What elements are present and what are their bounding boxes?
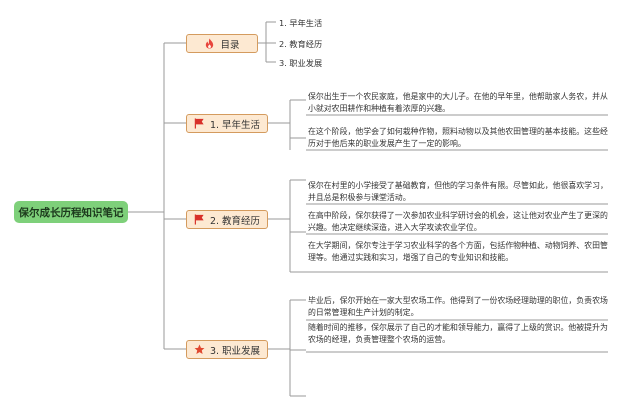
branch-label-career: 3. 职业发展 — [209, 345, 261, 357]
early-paragraph-2: 在这个阶段，他学会了如何栽种作物，照料动物以及其他农田管理的基本技能。这些经历对… — [308, 127, 608, 148]
branch-node-career[interactable]: 3. 职业发展 — [186, 340, 268, 359]
branch-node-toc[interactable]: 目录 — [186, 34, 258, 53]
branch-node-edu[interactable]: 2. 教育经历 — [186, 210, 268, 229]
branch-label-edu: 2. 教育经历 — [209, 215, 261, 227]
branch-label-early: 1. 早年生活 — [209, 119, 261, 131]
career-underlines — [306, 319, 608, 353]
edu-subconnector — [268, 179, 306, 273]
career-subconnector — [268, 299, 306, 397]
early-paragraph-1: 保尔出生于一个农民家庭，他是家中的大儿子。在他的早年里，他帮助家人务农，并从小就… — [308, 92, 608, 113]
edu-paragraph-2: 在高中阶段，保尔获得了一次参加农业科学研讨会的机会，这让他对农业产生了更深的兴趣… — [308, 211, 608, 232]
toc-item-3[interactable]: 3. 职业发展 — [279, 58, 323, 68]
branch-node-early[interactable]: 1. 早年生活 — [186, 114, 268, 133]
edu-paragraph-3: 在大学期间，保尔专注于学习农业科学的各个方面，包括作物种植、动物饲养、农田管理等… — [308, 241, 608, 262]
toc-item-2[interactable]: 2. 教育经历 — [279, 39, 323, 49]
edu-underlines — [306, 203, 608, 273]
toc-subconnector — [258, 21, 276, 63]
star-icon — [194, 344, 205, 354]
flag-icon — [194, 214, 204, 225]
flag-icon — [194, 118, 204, 129]
root-label: 保尔成长历程知识笔记 — [18, 206, 124, 219]
early-underlines — [306, 114, 608, 151]
edu-paragraph-1: 保尔在村里的小学接受了基础教育，但他的学习条件有限。尽管如此，他很喜欢学习，并且… — [308, 181, 608, 202]
flame-icon — [206, 38, 214, 49]
branch-label-toc: 目录 — [220, 39, 240, 51]
early-subconnector — [268, 99, 306, 150]
career-paragraph-1: 毕业后，保尔开始在一家大型农场工作。他得到了一份农场经理助理的职位，负责农场的日… — [308, 296, 608, 317]
toc-item-1[interactable]: 1. 早年生活 — [279, 18, 323, 28]
root-node[interactable]: 保尔成长历程知识笔记 — [14, 201, 128, 223]
career-paragraph-2: 随着时间的推移，保尔展示了自己的才能和领导能力，赢得了上级的赏识。他被提升为农场… — [308, 323, 608, 344]
